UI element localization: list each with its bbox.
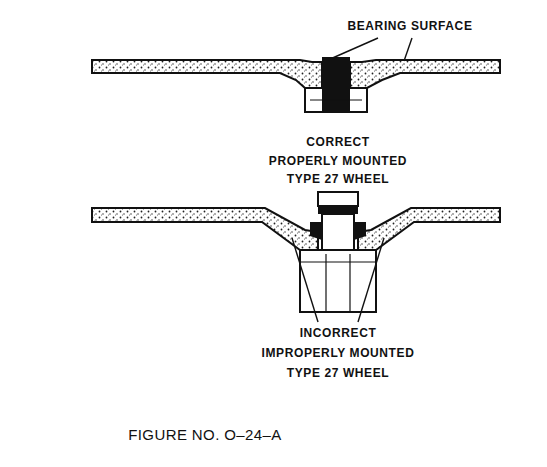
leader-lines bbox=[328, 38, 412, 61]
figure-caption: FIGURE NO. O–24–A bbox=[128, 427, 282, 444]
part-label: PROPERLY MOUNTED bbox=[269, 155, 407, 168]
lower-wheel bbox=[92, 208, 500, 250]
leader-lines bbox=[292, 238, 384, 322]
upper-flange bbox=[305, 57, 367, 112]
part-label: TYPE 27 WHEEL bbox=[287, 173, 390, 186]
part-label: IMPROPERLY MOUNTED bbox=[262, 347, 415, 360]
part-label: BEARING SURFACE bbox=[347, 20, 472, 33]
part-label: INCORRECT bbox=[300, 327, 377, 340]
part-label: TYPE 27 WHEEL bbox=[287, 367, 390, 380]
upper-wheel bbox=[92, 60, 500, 88]
lower-mount bbox=[300, 192, 376, 312]
part-label: CORRECT bbox=[306, 136, 370, 149]
